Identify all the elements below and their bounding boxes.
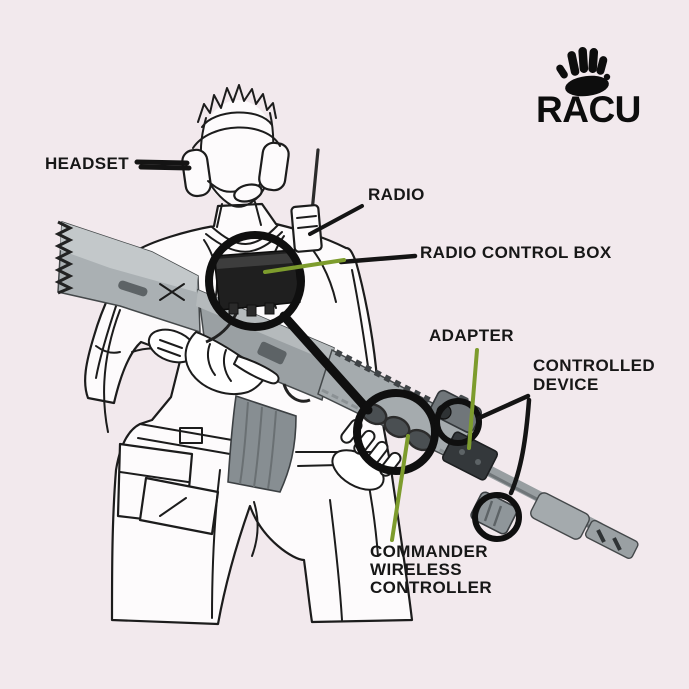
paw-finger-4 bbox=[596, 56, 608, 75]
controlled-device-callout-2 bbox=[508, 397, 532, 496]
label-controlled-device-line2: DEVICE bbox=[533, 375, 599, 394]
trigger-hand bbox=[184, 331, 269, 395]
trigger-finger bbox=[233, 355, 280, 385]
racu-logo: RACU bbox=[536, 47, 641, 130]
collar bbox=[211, 224, 279, 245]
trigger-hand-knuckles bbox=[206, 343, 232, 382]
label-controlled-device-line1: CONTROLLED bbox=[533, 356, 655, 375]
headset-callout-shadow bbox=[138, 164, 192, 171]
diagram-labels: HEADSET RADIO RADIO CONTROL BOX ADAPTER … bbox=[45, 154, 655, 597]
stock-serration bbox=[54, 220, 74, 295]
trigger-guard bbox=[282, 383, 311, 403]
radio-illustration bbox=[290, 148, 323, 253]
radio-callout-line bbox=[308, 204, 364, 236]
left-leg-crease bbox=[211, 469, 221, 619]
box-connector-1 bbox=[228, 302, 239, 315]
hair-spikes bbox=[197, 84, 277, 123]
right-leg-crease bbox=[329, 499, 343, 621]
headset-illustration bbox=[181, 126, 290, 203]
controller-buttons bbox=[360, 402, 434, 452]
paw-thumb bbox=[556, 64, 568, 79]
box-connector-3 bbox=[264, 302, 275, 315]
left-arm-fold bbox=[95, 299, 119, 379]
cargo-pocket-crease bbox=[159, 497, 187, 517]
head-fill bbox=[200, 100, 276, 204]
rifle-illustration bbox=[54, 220, 639, 560]
stock-detail-x bbox=[159, 283, 185, 301]
hairline bbox=[201, 111, 273, 128]
muzzle-assembly bbox=[530, 492, 590, 540]
radio-antenna bbox=[310, 148, 320, 214]
hip-strap bbox=[103, 309, 121, 433]
magazine-ribs bbox=[239, 401, 277, 490]
adapter-bolt-2 bbox=[475, 459, 481, 465]
paw-dot bbox=[603, 73, 611, 81]
stock-sling-slot bbox=[118, 280, 148, 297]
flash-hider-slots bbox=[596, 529, 622, 551]
neck-right bbox=[254, 201, 262, 226]
radio-control-box-callout-green bbox=[263, 258, 346, 274]
belt-buckle bbox=[179, 427, 203, 444]
highlight-circles bbox=[205, 231, 522, 542]
circle-radio-control-box bbox=[205, 231, 305, 331]
label-radio-control-box: RADIO CONTROL BOX bbox=[420, 243, 612, 262]
circle-optic-device bbox=[434, 398, 482, 446]
label-commander-line3: CONTROLLER bbox=[370, 578, 492, 597]
radio-detail bbox=[296, 215, 318, 229]
controlled-device-callout-1 bbox=[476, 393, 531, 421]
magnifier-handle bbox=[279, 311, 373, 415]
headset-callout-line bbox=[134, 159, 190, 166]
paw-finger-3 bbox=[588, 48, 599, 73]
hip-pouch-flap bbox=[119, 471, 189, 483]
radio-control-box-callout-black bbox=[338, 253, 418, 265]
headset-mic bbox=[233, 183, 263, 203]
callout-lines bbox=[134, 159, 532, 542]
headset-earpiece-left bbox=[181, 148, 212, 198]
handguard-top-rail bbox=[334, 349, 466, 421]
racu-paw-hand-icon bbox=[556, 47, 611, 97]
label-commander-line2: WIRELESS bbox=[370, 560, 462, 579]
label-radio: RADIO bbox=[368, 185, 425, 204]
left-hand-fingers bbox=[157, 339, 183, 357]
label-commander-line1: COMMANDER bbox=[370, 542, 488, 561]
neck-left bbox=[216, 203, 223, 228]
label-adapter: ADAPTER bbox=[429, 326, 514, 345]
box-connector-2 bbox=[246, 304, 257, 317]
rifle-stock-shade bbox=[60, 222, 198, 292]
headset-band bbox=[192, 126, 281, 149]
headset-earpiece-right bbox=[258, 141, 290, 192]
adapter-callout-green bbox=[467, 348, 479, 450]
crotch-crease bbox=[251, 501, 259, 557]
ejection-port bbox=[257, 341, 287, 365]
radio-control-box-illustration bbox=[205, 249, 301, 344]
racu-logo-text: RACU bbox=[536, 89, 641, 130]
paw-palm bbox=[565, 75, 609, 97]
paw-finger-2 bbox=[578, 47, 589, 73]
circle-muzzle-device bbox=[472, 492, 522, 542]
paw-finger-1 bbox=[567, 51, 580, 76]
label-headset: HEADSET bbox=[45, 154, 129, 173]
radio-control-box-highlight bbox=[216, 253, 293, 269]
adapter-bolt bbox=[459, 449, 465, 455]
circle-commander-controller bbox=[353, 389, 439, 475]
commander-callout-green bbox=[390, 434, 410, 542]
cargo-pocket bbox=[138, 476, 220, 536]
